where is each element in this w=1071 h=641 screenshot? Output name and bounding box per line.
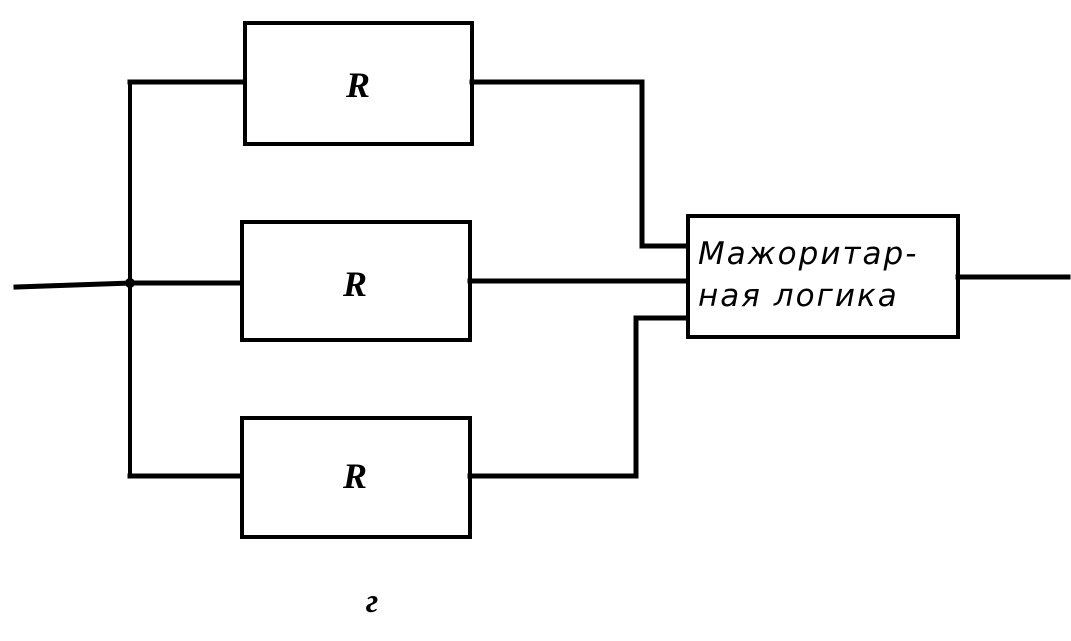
wire-r1-to-voter — [469, 79, 691, 249]
block-r3: R — [240, 416, 472, 539]
majority-logic-line2: ная логика — [698, 278, 899, 314]
input-wire — [13, 280, 133, 290]
majority-logic-line1: Мажоритар- — [698, 236, 918, 272]
wire-r3-to-voter — [467, 315, 691, 479]
block-r1-label: R — [345, 65, 370, 105]
block-r2-label: R — [342, 264, 367, 304]
block-r2: R — [240, 220, 472, 342]
block-r1: R — [243, 21, 474, 146]
block-r3-label: R — [342, 456, 367, 496]
figure-caption: г — [366, 583, 379, 620]
majority-logic-block: Мажоритар- ная логика — [686, 214, 960, 339]
